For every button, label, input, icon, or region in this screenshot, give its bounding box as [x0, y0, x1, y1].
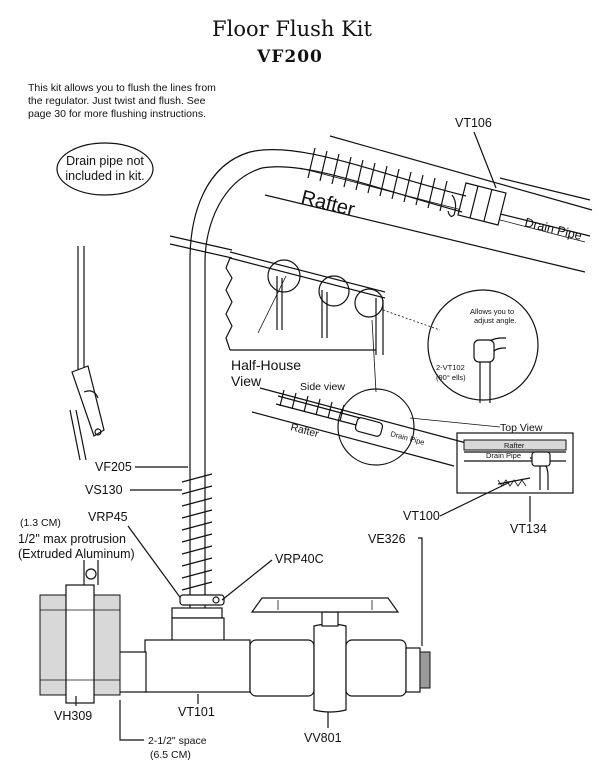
- vt100-label: VT100: [403, 509, 440, 523]
- cm-note: (1.3 CM): [20, 517, 61, 529]
- intro-line-3: page 30 for more flushing instructions.: [28, 108, 206, 120]
- adjust-line-1: Allows you to: [470, 307, 514, 316]
- drain-pipe-top-label: Drain Pipe: [486, 451, 521, 460]
- intro-line-2: the regulator. Just twist and flush. See: [28, 95, 206, 107]
- tee-fitting: [99, 607, 251, 693]
- support-bar: [169, 235, 233, 259]
- page-title: Floor Flush Kit: [212, 17, 372, 41]
- vrp40c-clamp: [179, 594, 225, 606]
- note-line-1: Drain pipe not: [66, 154, 144, 168]
- vt134-label: VT134: [510, 522, 547, 536]
- vertical-spring: [181, 473, 213, 591]
- rafter-main-label: Rafter: [299, 187, 357, 222]
- side-view: [251, 319, 501, 467]
- extruded-note: (Extruded Aluminum): [18, 547, 135, 561]
- vt106-label: VT106: [455, 116, 492, 130]
- ve326-label: VE326: [368, 532, 406, 546]
- side-view-label: Side view: [300, 381, 345, 393]
- view-label: View: [231, 373, 262, 389]
- adjust-angle-detail: [427, 289, 539, 403]
- vt102-line-1: 2-VT102: [436, 363, 465, 372]
- drain-pipe-main-label: Drain Pipe: [523, 215, 583, 243]
- rafter-side-label: Rafter: [289, 421, 320, 440]
- top-view: [456, 432, 574, 494]
- half-house-label: Half-House: [231, 357, 301, 373]
- ve326-leader: [418, 537, 423, 646]
- top-view-label: Top View: [500, 422, 543, 434]
- vt100-leader: [439, 481, 511, 517]
- left-wall-pipe: [39, 560, 121, 704]
- drain-pipe-main: [491, 177, 591, 237]
- vt102-line-2: (90° ells): [436, 373, 466, 382]
- vs130-label: VS130: [85, 483, 123, 497]
- vrp40c-label: VRP40C: [275, 552, 324, 566]
- drain-pipe-note: Drain pipe not included in kit.: [56, 142, 154, 196]
- vv801-label: VV801: [304, 731, 342, 745]
- intro-line-1: This kit allows you to flush the lines f…: [28, 82, 216, 94]
- model-number: VF200: [256, 47, 323, 67]
- vt106-connector: [457, 182, 507, 226]
- drain-pipe-side-label: Drain Pipe: [389, 429, 425, 447]
- rafter-main: [264, 135, 593, 273]
- vt101-label: VT101: [178, 705, 215, 719]
- half-house-view: [225, 251, 441, 355]
- vt106-leader: [473, 131, 497, 189]
- adjust-line-2: adjust angle.: [474, 316, 517, 325]
- rafter-top-label: Rafter: [504, 441, 525, 450]
- vrp45-label: VRP45: [88, 510, 128, 524]
- vrp40c-leader: [221, 559, 273, 601]
- note-line-2: included in kit.: [65, 169, 144, 183]
- protrusion-note: 1/2" max protrusion: [18, 532, 126, 546]
- vrp45-leader: [127, 525, 183, 601]
- rafter-coil: [307, 147, 457, 217]
- ball-valve: [249, 597, 431, 713]
- space-cm-note: (6.5 CM): [150, 749, 191, 761]
- vf205-label: VF205: [95, 460, 132, 474]
- space-leader: [119, 700, 144, 741]
- space-note: 2-1/2" space: [148, 735, 207, 747]
- hanger-clip: [69, 246, 105, 461]
- vh309-label: VH309: [54, 709, 92, 723]
